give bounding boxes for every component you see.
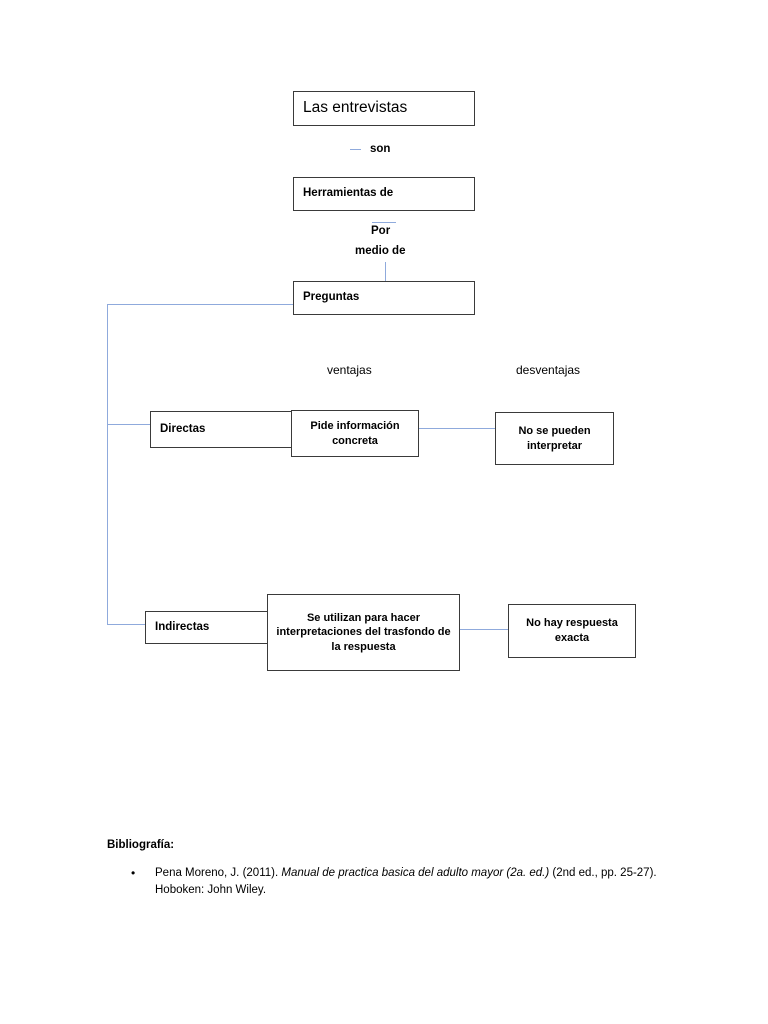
node-label: No hay respuesta exacta <box>526 617 618 644</box>
node-herramientas-de: Herramientas de <box>293 177 475 211</box>
node-las-entrevistas: Las entrevistas <box>293 91 475 126</box>
bibliography-entry: • Pena Moreno, J. (2011). Manual de pract… <box>107 865 667 898</box>
node-no-hay-respuesta-exacta: No hay respuesta exacta <box>508 604 636 658</box>
node-directas: Directas <box>150 411 292 448</box>
node-label: Herramientas de <box>303 187 394 200</box>
connector-title-to-son <box>350 149 361 151</box>
bibliography-list: • Pena Moreno, J. (2011). Manual de pract… <box>107 865 667 898</box>
link-label-medio-de: medio de <box>355 245 406 257</box>
node-label: Se utilizan para hacer interpretaciones … <box>276 611 451 653</box>
node-se-utilizan-para-hacer-interpretaciones: Se utilizan para hacer interpretaciones … <box>267 594 460 671</box>
node-preguntas: Preguntas <box>293 281 475 315</box>
node-label: Preguntas <box>303 291 360 304</box>
link-label-por: Por <box>371 225 391 237</box>
link-label-son: son <box>370 143 391 155</box>
column-label-ventajas: ventajas <box>327 363 372 377</box>
reference-prefix: Pena Moreno, J. (2011). <box>155 867 282 879</box>
node-pide-informacion-concreta: Pide información concreta <box>291 410 419 457</box>
bullet-icon: • <box>131 866 136 880</box>
connector-medio-to-preguntas <box>385 262 387 281</box>
node-label: Pide información concreta <box>310 419 400 447</box>
reference-suffix: (2nd ed., pp. 25-27). Hoboken: John Wile… <box>155 867 657 896</box>
connector-spine-to-indirectas <box>107 624 146 626</box>
bibliography-heading: Bibliografía: <box>107 839 175 851</box>
connector-herramientas-to-por <box>372 222 396 224</box>
node-label: Las entrevistas <box>303 99 408 117</box>
node-indirectas: Indirectas <box>145 611 268 644</box>
column-label-desventajas: desventajas <box>516 363 581 377</box>
bibliography-section: Bibliografía: • Pena Moreno, J. (2011). M… <box>107 839 667 898</box>
node-no-se-pueden-interpretar: No se pueden interpretar <box>495 412 614 465</box>
connector-spine-to-directas <box>107 424 151 426</box>
connector-preguntas-to-spine <box>107 304 294 306</box>
node-label: Indirectas <box>155 620 210 633</box>
connector-pide-to-nosepueden <box>419 428 496 430</box>
connector-seutilizan-to-nohay <box>460 629 509 631</box>
node-label: Directas <box>160 422 206 435</box>
connector-vertical-spine <box>107 304 109 624</box>
node-label: No se pueden interpretar <box>518 424 591 452</box>
reference-work-title: Manual de practica basica del adulto may… <box>281 867 550 879</box>
